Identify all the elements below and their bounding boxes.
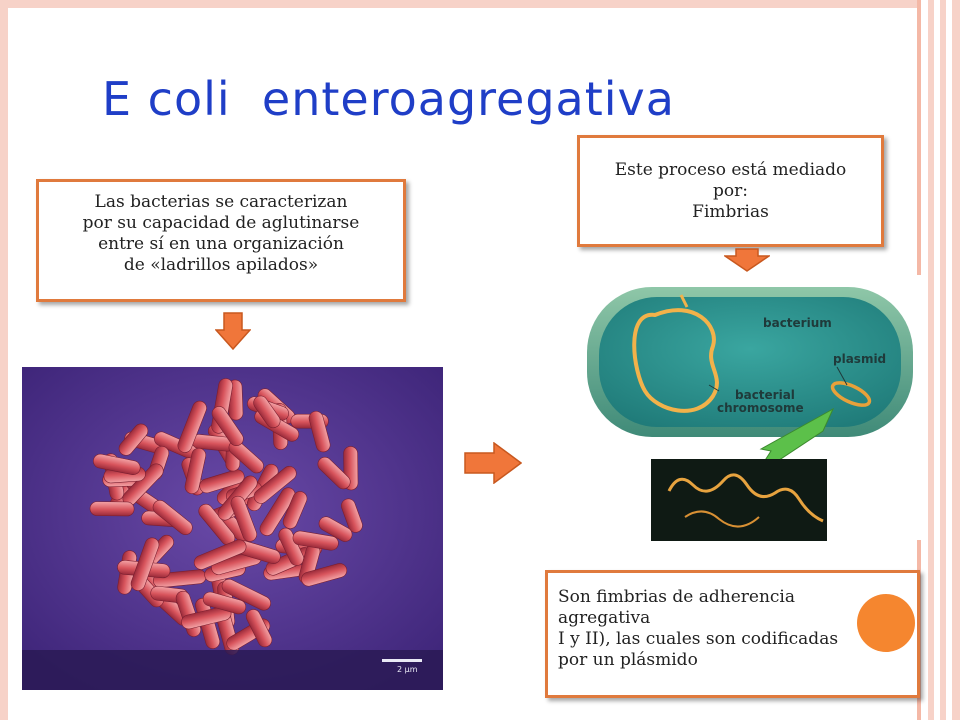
- bacterium-rod: [230, 495, 258, 542]
- text-line: por un plásmido: [558, 650, 698, 670]
- bacterium-rod: [199, 469, 245, 494]
- decorative-orange-circle: [857, 594, 915, 652]
- arrow-down-icon: [724, 248, 770, 272]
- slide-title: E coli enteroagregativa: [102, 72, 675, 126]
- right-stripe-1: [928, 0, 934, 720]
- arrow-down-icon: [215, 312, 251, 350]
- bacterium-rod: [341, 498, 363, 533]
- bacterium-rod: [292, 530, 339, 551]
- bacterium-rod: [253, 466, 297, 504]
- bacterium-rod: [193, 539, 247, 570]
- bacterium-rod: [177, 400, 207, 453]
- micrograph-image: 2 μm: [22, 367, 443, 690]
- diagram-image: bacterium plasmid bacterial chromosome: [587, 287, 913, 541]
- bacterium-rod: [317, 456, 351, 490]
- label-chromosome-line2: chromosome: [717, 401, 804, 415]
- label-chromosome-line1: bacterial: [735, 388, 795, 402]
- text-line: por su capacidad de aglutinarse: [82, 213, 360, 233]
- text-line: Fimbrias: [692, 202, 769, 222]
- bacterium-rod: [221, 578, 271, 611]
- bacterium-rod: [202, 591, 247, 615]
- bacterium-rod: [259, 487, 296, 536]
- text-box-fimbriae: Son fimbrias de adherencia agregativa I …: [545, 570, 920, 698]
- slide-frame-left: [0, 0, 8, 720]
- right-stripe-2: [940, 0, 946, 720]
- slide-frame-right-upper: [917, 0, 921, 275]
- bacterium-rod: [130, 537, 160, 591]
- scale-bar-label: 2 μm: [397, 665, 418, 674]
- bacterium-rod: [118, 423, 149, 456]
- bacterium-rod: [184, 447, 207, 494]
- text-line: por:: [713, 181, 748, 201]
- bacteria-micrograph: 2 μm: [22, 367, 443, 690]
- text-line: I y II), las cuales son codificadas: [558, 629, 839, 649]
- label-plasmid: plasmid: [833, 352, 886, 366]
- slide-frame-top: [8, 0, 921, 8]
- bacterium-rod: [308, 410, 331, 453]
- text-line: de «ladrillos apilados»: [123, 255, 319, 275]
- bacterium-rod: [152, 499, 193, 535]
- text-line: agregativa: [558, 608, 651, 628]
- text-line: entre sí en una organización: [98, 234, 344, 254]
- text-line: Las bacterias se caracterizan: [94, 192, 348, 212]
- bacterium-rod: [253, 395, 281, 429]
- bacterium-rod: [282, 491, 308, 529]
- text-line: Este proceso está mediado: [614, 160, 847, 180]
- text-box-characterization: Las bacterias se caracterizan por su cap…: [36, 179, 406, 302]
- bacterium-rod: [89, 501, 135, 517]
- right-stripe-3: [952, 0, 960, 720]
- bacterium-rod: [93, 453, 141, 475]
- label-bacterium: bacterium: [763, 316, 832, 330]
- bacterium-plasmid-diagram: bacterium plasmid bacterial chromosome: [585, 281, 915, 551]
- text-line: Son fimbrias de adherencia: [558, 587, 796, 607]
- bacterium-rod: [211, 406, 244, 447]
- arrow-right-icon: [464, 442, 522, 484]
- bacterium-rod: [301, 563, 348, 587]
- bacterium-rod: [245, 609, 273, 648]
- text-box-mediated-by: Este proceso está mediado por: Fimbrias: [577, 135, 884, 247]
- bacterium-rod: [318, 516, 353, 542]
